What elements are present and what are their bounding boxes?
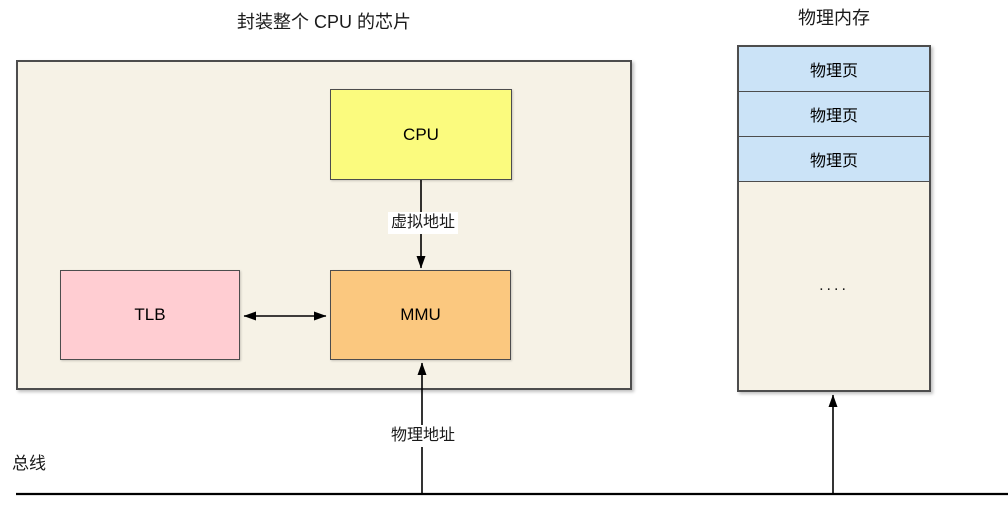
memory-title: 物理内存 — [798, 8, 870, 28]
memory-ellipsis: .... — [819, 277, 849, 294]
cpu-box: CPU — [330, 89, 512, 180]
physical-page-row: 物理页 — [739, 92, 929, 137]
physical-address-label: 物理地址 — [387, 425, 459, 447]
physical-memory-box: 物理页 物理页 物理页 .... — [737, 45, 931, 392]
bus-label: 总线 — [12, 454, 46, 473]
mmu-box: MMU — [330, 270, 511, 360]
physical-page-row: 物理页 — [739, 47, 929, 92]
cpu-box-label: CPU — [403, 124, 439, 144]
tlb-box-label: TLB — [134, 305, 166, 324]
physical-page-label: 物理页 — [809, 108, 858, 125]
physical-page-row: 物理页 — [739, 137, 929, 182]
mmu-box-label: MMU — [400, 305, 441, 324]
physical-page-label: 物理页 — [809, 63, 858, 80]
tlb-box: TLB — [60, 270, 240, 360]
physical-page-label: 物理页 — [809, 153, 858, 170]
chip-title: 封装整个 CPU 的芯片 — [236, 12, 411, 32]
virtual-address-label: 虚拟地址 — [387, 212, 459, 234]
